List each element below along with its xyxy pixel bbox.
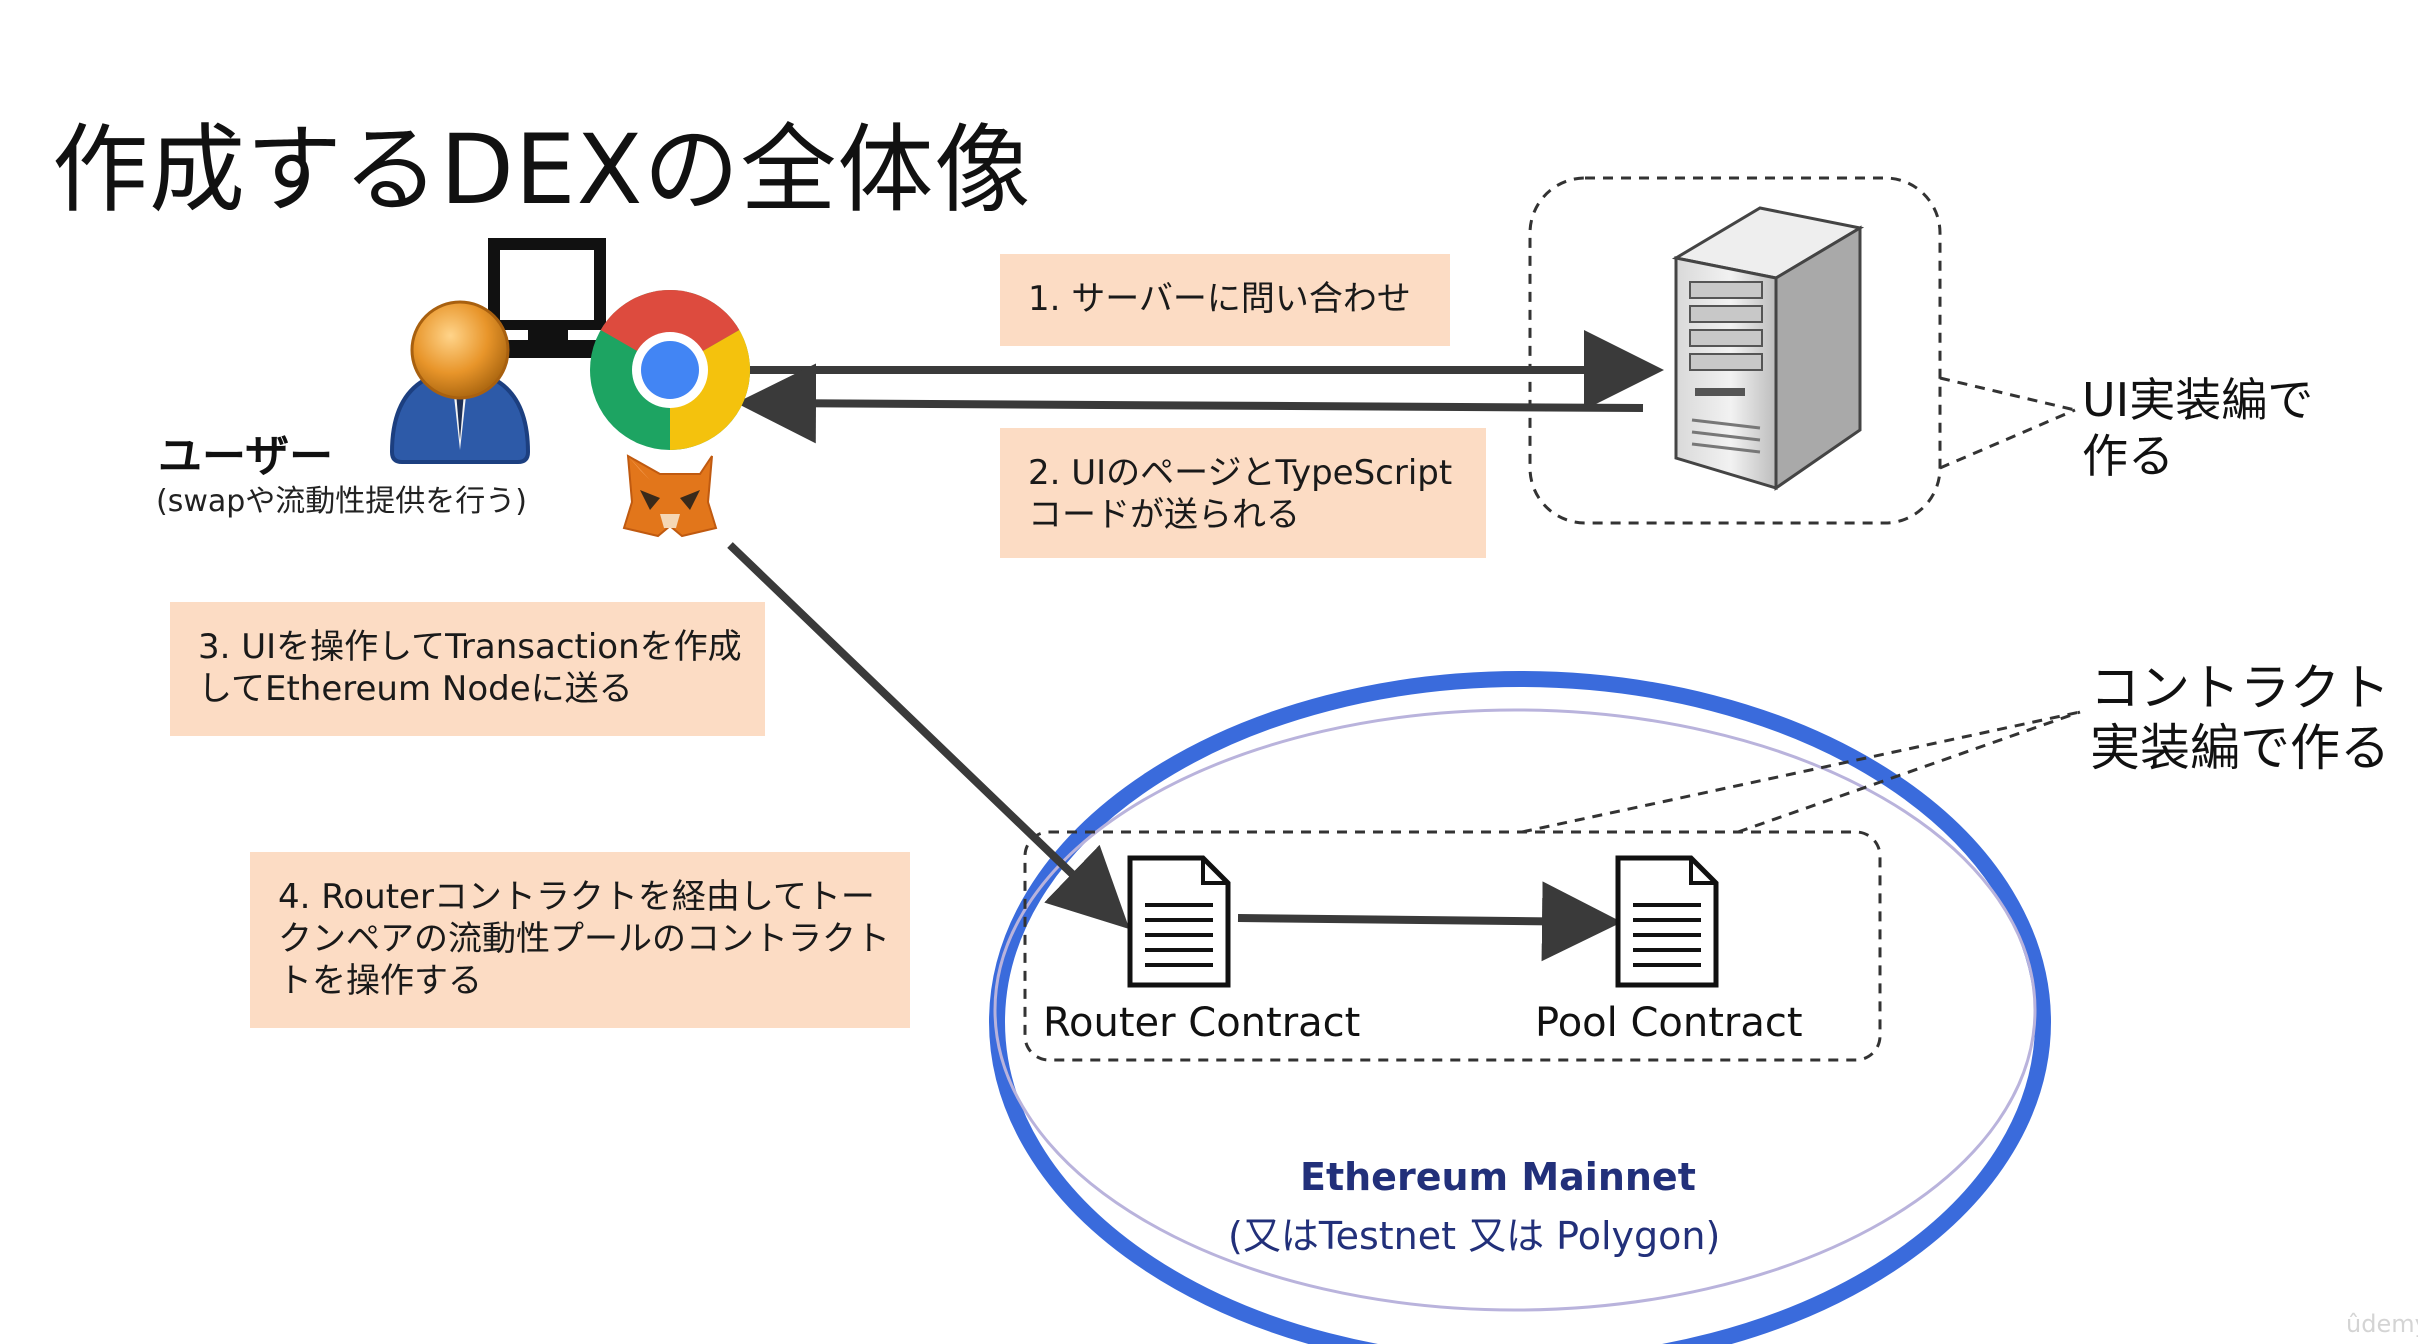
step-3-text: 3. UIを操作してTransactionを作成 してEthereum Node… [198,627,742,709]
ethereum-network-sketch [993,708,2037,1312]
contract-note-leader [1521,710,2081,834]
step-1-note: 1. サーバーに問い合わせ [1000,254,1450,346]
metamask-icon [622,454,718,538]
transaction-arrow [727,542,1130,930]
network-alternatives: (又はTestnet 又は Polygon) [1228,1214,1721,1258]
router-contract-label: Router Contract [1043,1000,1361,1046]
contracts-boundary [1023,830,1882,1062]
user-caption: (swapや流動性提供を行う) [156,484,528,519]
page-title: 作成するDEXの全体像 [52,114,1032,226]
udemy-watermark: ûdemy [2346,1310,2418,1338]
contract-note: コントラクト 実装編で作る [2090,659,2390,777]
ethereum-network-ellipse [989,671,2051,1344]
network-name: Ethereum Mainnet [1300,1155,1696,1199]
response-arrow [736,363,1644,444]
pool-contract-label: Pool Contract [1535,1000,1803,1046]
step-2-note: 2. UIのページとTypeScript コードが送られる [1000,428,1486,558]
contract-note-leader [1737,710,2081,834]
user-icon [389,300,531,464]
computer-icon [470,238,626,358]
document-icon [1127,855,1231,988]
step-1-text: 1. サーバーに問い合わせ [1028,279,1411,319]
server-icon [1671,206,1865,491]
server-boundary [1528,176,1942,525]
router-to-pool-arrow [1237,881,1622,962]
step-4-note: 4. Routerコントラクトを経由してトー クンペアの流動性プールのコントラク… [250,852,910,1028]
step-4-text: 4. Routerコントラクトを経由してトー クンペアの流動性プールのコントラク… [278,877,890,1001]
document-icon [1615,855,1719,988]
server-note-leader [1939,408,2076,470]
chrome-icon [590,289,751,450]
server-note: UI実装編で 作る [2082,373,2314,483]
step-2-text: 2. UIのページとTypeScript コードが送られる [1028,453,1453,535]
user-label: ユーザー [158,431,334,482]
server-note-leader [1939,376,2076,412]
step-3-note: 3. UIを操作してTransactionを作成 してEthereum Node… [170,602,765,736]
